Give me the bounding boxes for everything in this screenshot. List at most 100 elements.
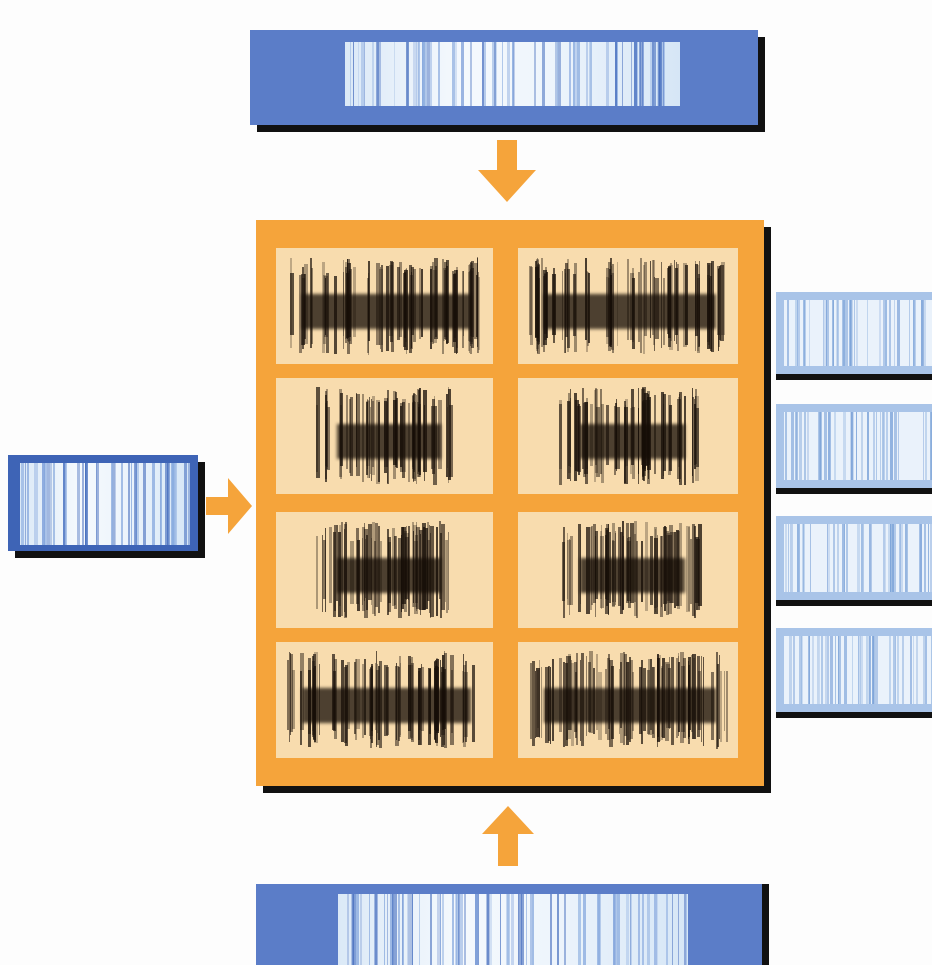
stripe-line — [912, 636, 915, 704]
stripe-line — [120, 463, 123, 545]
stripe-line — [569, 389, 571, 482]
stripe-line — [586, 42, 588, 106]
stripe-line — [842, 524, 845, 592]
stripe-line — [842, 300, 845, 366]
stripe-line — [583, 894, 587, 965]
dark-core-band — [579, 424, 686, 460]
stripe-line — [849, 300, 851, 366]
stripe-line — [455, 894, 457, 965]
stripe-line — [797, 524, 800, 592]
stripe-line — [393, 42, 395, 106]
stripe-line — [557, 42, 559, 106]
stripe-line — [820, 412, 822, 480]
stripe-line — [535, 267, 539, 339]
stripe-line — [614, 894, 617, 965]
output-bar-4-band — [784, 636, 932, 704]
stripe-line — [909, 636, 912, 704]
stripe-line — [112, 463, 116, 545]
dark-core-band — [336, 424, 441, 460]
stripe-line — [875, 412, 877, 480]
stripe-line — [925, 636, 928, 704]
stripe-line — [867, 636, 870, 704]
stripe-line — [634, 42, 637, 106]
stripe-line — [369, 894, 371, 965]
dark-core-band — [544, 294, 716, 330]
stripe-line — [671, 894, 673, 965]
stripe-line — [799, 412, 803, 480]
stripe-line — [652, 42, 656, 106]
stripe-line — [897, 300, 901, 366]
stripe-line — [172, 463, 175, 545]
stripe-line — [352, 894, 354, 965]
stripe-line — [352, 894, 356, 965]
stripe-line — [535, 260, 540, 350]
stripe-line — [371, 42, 374, 106]
stripe-line — [534, 670, 536, 738]
stripe-line — [456, 894, 459, 965]
stripe-line — [597, 894, 601, 965]
bottom-input-bar-stripes — [338, 894, 688, 965]
stripe-line — [859, 636, 863, 704]
stripe-line — [291, 670, 296, 730]
stripe-line — [893, 524, 896, 592]
stripe-line — [850, 412, 852, 480]
grid-cell-r4-c1 — [276, 642, 493, 758]
top-input-bar-stripes — [345, 42, 680, 106]
stripe-line — [474, 263, 478, 339]
stripe-line — [572, 42, 576, 106]
grid-cell-r2-c2 — [518, 378, 738, 494]
stripe-line — [397, 894, 401, 965]
stripe-line — [887, 524, 891, 592]
stripe-line — [474, 894, 478, 965]
stripe-line — [82, 463, 84, 545]
stripe-line — [719, 670, 722, 743]
stripe-line — [889, 524, 891, 592]
stripe-line — [930, 412, 932, 480]
stripe-line — [536, 259, 539, 341]
stripe-line — [542, 42, 545, 106]
stripe-line — [639, 42, 641, 106]
stripe-line — [647, 894, 650, 965]
stripe-line — [800, 636, 803, 704]
stripe-line — [95, 463, 99, 545]
stripe-line — [529, 265, 533, 336]
stripe-line — [561, 541, 566, 602]
stripe-line — [659, 42, 662, 106]
grid-cell-r3-c1-bands — [276, 512, 493, 628]
stripe-line — [637, 894, 640, 965]
stripe-line — [300, 670, 302, 746]
stripe-line — [837, 300, 840, 366]
stripe-line — [661, 42, 665, 106]
stripe-line — [913, 300, 916, 366]
stripe-line — [803, 412, 807, 480]
stripe-line — [357, 42, 360, 106]
stripe-line — [406, 42, 410, 106]
stripe-line — [324, 395, 328, 483]
stripe-line — [826, 636, 830, 704]
stripe-line — [519, 894, 522, 965]
stripe-line — [924, 524, 926, 592]
stripe-line — [694, 395, 696, 466]
stripe-line — [692, 397, 694, 484]
stripe-line — [316, 536, 318, 609]
stripe-line — [406, 42, 408, 106]
stripe-line — [419, 894, 421, 965]
stripe-line — [506, 894, 510, 965]
stripe-line — [471, 664, 476, 742]
stripe-line — [130, 463, 133, 545]
stripe-line — [513, 42, 515, 106]
stripe-line — [476, 257, 478, 353]
stripe-line — [865, 636, 869, 704]
stripe-line — [541, 258, 544, 348]
stripe-line — [881, 412, 883, 480]
stripe-line — [429, 42, 432, 106]
stripe-line — [695, 395, 699, 481]
stripe-line — [85, 463, 89, 545]
grid-cell-r3-c1 — [276, 512, 493, 628]
stripe-line — [883, 524, 885, 592]
stripe-line — [172, 463, 176, 545]
grid-cell-r1-c2 — [518, 248, 738, 364]
stripe-line — [511, 42, 515, 106]
stripe-line — [883, 300, 885, 366]
stripe-line — [697, 524, 702, 606]
